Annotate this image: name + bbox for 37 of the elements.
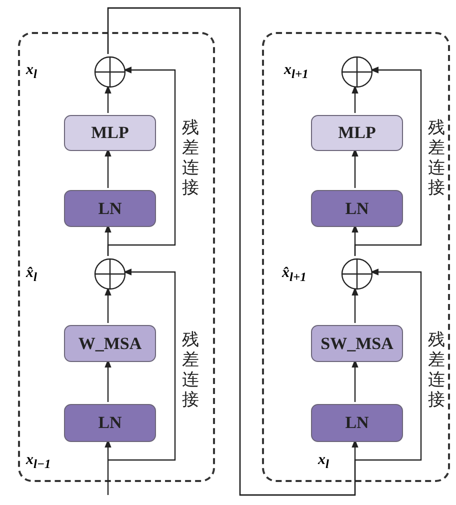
dashed-group-frame — [262, 32, 450, 482]
sum-symbol — [341, 258, 373, 290]
arrow — [107, 66, 176, 256]
process-box: LN — [311, 190, 403, 227]
arrow — [104, 359, 112, 402]
process-box: LN — [64, 404, 156, 442]
process-box: MLP — [311, 115, 403, 151]
arrow — [104, 85, 112, 113]
arrow — [104, 439, 112, 495]
arrow — [352, 85, 358, 113]
arrow — [352, 148, 358, 188]
edge-label: 残差连接 — [428, 330, 446, 410]
process-box: W_MSA — [64, 325, 156, 362]
math-label: x̂$_{l}$ — [26, 265, 37, 285]
sum-symbol — [94, 258, 126, 290]
process-box: LN — [311, 404, 403, 442]
arrow — [352, 359, 358, 402]
arrow — [107, 7, 422, 496]
arrow — [352, 287, 358, 323]
math-label: x$_{l}$ — [318, 452, 329, 472]
arrow — [104, 287, 112, 323]
dashed-group-frame — [18, 32, 215, 482]
math-label: x$_{l}$ — [26, 62, 37, 82]
math-label: x$_{l+1}$ — [284, 62, 308, 82]
sum-symbol — [341, 56, 373, 88]
edge-label: 残差连接 — [182, 118, 200, 198]
math-label: x̂$_{l+1}$ — [282, 265, 306, 285]
process-box: MLP — [64, 115, 156, 151]
arrow — [104, 148, 112, 188]
arrow — [354, 66, 422, 256]
edge-label: 残差连接 — [182, 330, 200, 410]
process-box: LN — [64, 190, 156, 227]
arrow — [108, 268, 176, 461]
math-label: x$_{l−1}$ — [26, 452, 51, 472]
edge-label: 残差连接 — [428, 118, 446, 198]
sum-symbol — [94, 56, 126, 88]
process-box: SW_MSA — [311, 325, 403, 362]
